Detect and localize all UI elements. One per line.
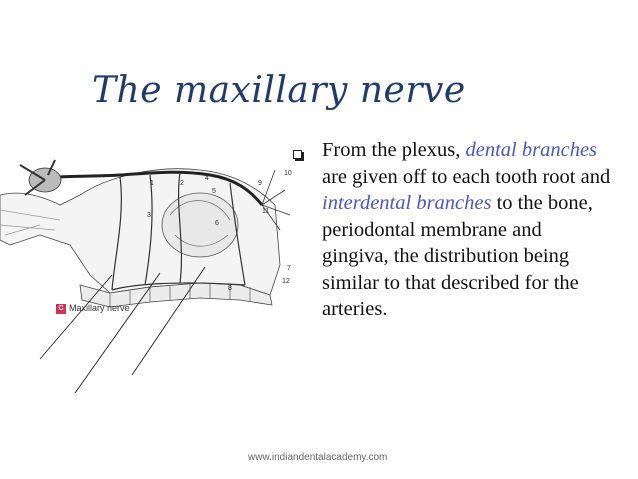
callout-number: 9 [258, 180, 262, 187]
callout-number: 12 [282, 278, 290, 285]
figure-badge: C [56, 304, 66, 314]
figure-caption: Maxillary nerve [69, 303, 130, 313]
callout-number: 1 [150, 180, 154, 187]
bullet-text-segment: From the plexus, [322, 139, 466, 161]
pointer-line [74, 272, 161, 394]
maxillary-nerve-illustration: 1 2 3 4 5 6 7 8 9 10 11 12 [0, 135, 300, 455]
footer-url: www.indiandentalacademy.com [248, 452, 388, 463]
callout-number: 8 [228, 285, 232, 292]
callout-number: 10 [284, 170, 292, 177]
pointer-line [39, 274, 113, 360]
callout-number: 5 [212, 188, 216, 195]
callout-number: 6 [215, 220, 219, 227]
slide-title: The maxillary nerve [92, 70, 466, 111]
callout-number: 4 [205, 175, 209, 182]
hollow-square-bullet-icon [293, 150, 302, 159]
dental-branches-term: dental branches [465, 139, 598, 161]
bullet-text-segment: to the bone, periodontal membrane and gi… [322, 192, 593, 320]
callout-number: 11 [262, 208, 269, 215]
callout-number: 2 [180, 180, 184, 187]
callout-number: 7 [287, 265, 291, 272]
bullet-text: From the plexus, dental branches are giv… [322, 137, 612, 323]
callout-number: 3 [147, 212, 151, 219]
pointer-line [131, 266, 206, 376]
interdental-branches-term: interdental branches [322, 192, 492, 214]
bullet-text-segment: are given off to each tooth root and [322, 165, 611, 188]
